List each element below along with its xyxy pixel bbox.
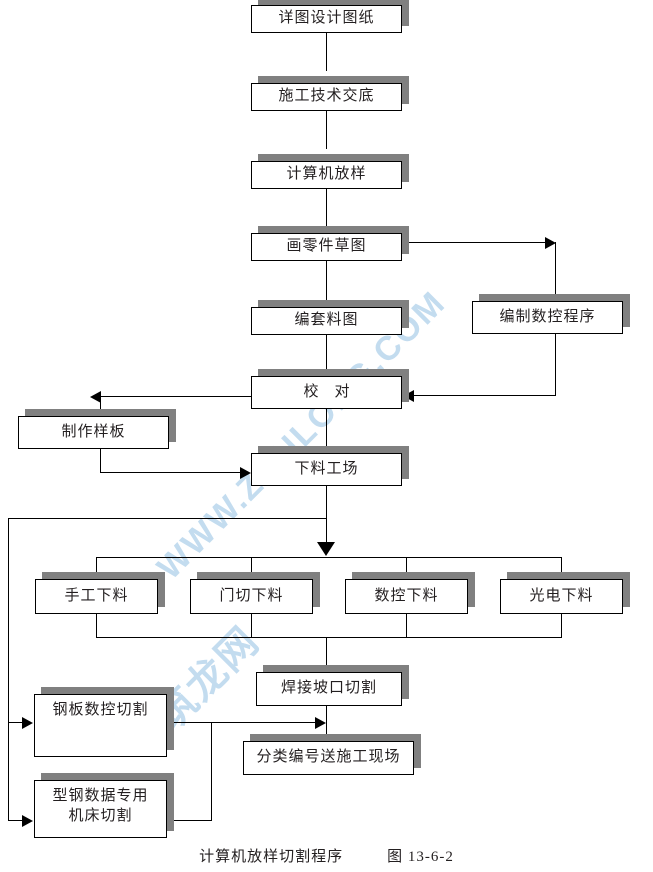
connector-collect-to-n14 — [326, 637, 327, 672]
node-label: 钢板数控切割 — [52, 702, 149, 718]
node-face: 分类编号送施工现场 — [243, 741, 414, 775]
node-face: 计算机放样 — [251, 161, 402, 189]
node-face: 编套料图 — [251, 307, 402, 335]
arrowhead-into-right-rail — [545, 237, 556, 249]
connector-merge-to-n15-link — [211, 722, 316, 723]
connector-right-rail-to-n7 — [414, 395, 556, 396]
connector-n11-to-collect — [251, 614, 252, 638]
node-label: 施工技术交底 — [278, 88, 375, 105]
connector-left-rail-top — [8, 518, 327, 519]
node-label: 光电下料 — [529, 587, 594, 604]
node-blanking-workshop[interactable]: 下料工场 — [251, 446, 409, 486]
connector-bar-to-n13 — [561, 557, 562, 573]
node-face: 数控下料 — [345, 579, 468, 614]
connector-right-rail-upper — [555, 242, 556, 301]
node-nc-blanking[interactable]: 数控下料 — [345, 572, 475, 614]
node-label: 下料工场 — [294, 460, 359, 477]
node-photoelectric-blanking[interactable]: 光电下料 — [500, 572, 630, 614]
node-manual-blanking[interactable]: 手工下料 — [35, 572, 165, 614]
node-face: 手工下料 — [35, 579, 158, 614]
connector-rail-to-n17 — [8, 820, 22, 821]
node-label: 画零件草图 — [286, 238, 367, 255]
connector-n4-n5 — [326, 261, 327, 301]
connector-n7-n9 — [326, 409, 327, 448]
connector-n4-to-right — [402, 242, 545, 243]
connector-n8-down — [100, 449, 101, 473]
connector-left-rail-vertical — [8, 518, 9, 821]
connector-n3-n4 — [326, 189, 327, 227]
collection-bar — [96, 637, 562, 638]
node-face: 校对 — [251, 376, 402, 409]
connector-n16-out — [167, 722, 212, 723]
figure-title: 计算机放样切割程序 — [199, 849, 344, 865]
arrowhead-into-n9-left — [240, 467, 251, 479]
connector-n13-to-collect — [561, 614, 562, 638]
connector-n14-n15 — [326, 706, 327, 741]
node-nc-program-preparation[interactable]: 编制数控程序 — [472, 294, 630, 334]
node-face: 型钢数据专用 机床切割 — [34, 780, 167, 838]
node-label: 型钢数据专用 机床切割 — [52, 788, 149, 824]
connector-n9-down — [326, 486, 327, 554]
node-face: 详图设计图纸 — [251, 5, 402, 33]
node-label: 编制数控程序 — [499, 308, 596, 325]
node-proofread[interactable]: 校对 — [251, 369, 409, 409]
connector-n12-to-collect — [406, 614, 407, 638]
connector-n17-out — [167, 820, 212, 821]
node-steel-plate-nc-cutting[interactable]: 钢板数控切割 — [34, 687, 174, 757]
node-label: 校对 — [303, 383, 366, 400]
arrowhead-into-distribution-bar — [317, 542, 335, 556]
connector-n10-to-collect — [96, 614, 97, 638]
node-weld-groove-cutting[interactable]: 焊接坡口切割 — [256, 665, 409, 706]
node-computer-lofting[interactable]: 计算机放样 — [251, 154, 409, 189]
figure-number: 图 13-6-2 — [387, 849, 454, 865]
node-face: 下料工场 — [251, 453, 402, 486]
connector-down-into-n8 — [100, 396, 101, 416]
node-label: 门切下料 — [219, 587, 284, 604]
node-face: 光电下料 — [500, 579, 623, 614]
arrowhead-into-n17 — [22, 815, 33, 827]
node-face: 画零件草图 — [251, 233, 402, 261]
arrowhead-left-of-n8 — [90, 391, 101, 403]
node-label: 数控下料 — [374, 587, 439, 604]
node-face: 施工技术交底 — [251, 83, 402, 111]
node-nesting-drawing[interactable]: 编套料图 — [251, 300, 409, 335]
node-draw-part-sketch[interactable]: 画零件草图 — [251, 226, 409, 261]
node-make-template[interactable]: 制作样板 — [18, 409, 176, 449]
connector-n8-to-n9 — [100, 472, 240, 473]
connector-bar-to-n10 — [96, 557, 97, 573]
node-label: 手工下料 — [64, 587, 129, 604]
node-label: 制作样板 — [61, 423, 126, 440]
connector-n1-n2 — [326, 33, 327, 71]
node-label: 详图设计图纸 — [278, 10, 375, 27]
node-label: 计算机放样 — [286, 166, 367, 183]
connector-n5-n7 — [326, 335, 327, 375]
node-gate-shear-blanking[interactable]: 门切下料 — [190, 572, 320, 614]
connector-bar-to-n12 — [406, 557, 407, 573]
node-construction-tech-briefing[interactable]: 施工技术交底 — [251, 76, 409, 111]
node-face: 钢板数控切割 — [34, 694, 167, 757]
connector-n7-to-left — [100, 396, 251, 397]
node-label: 焊接坡口切割 — [280, 680, 377, 697]
distribution-bar — [96, 557, 562, 558]
node-face: 编制数控程序 — [472, 301, 623, 334]
node-face: 制作样板 — [18, 416, 169, 449]
arrowhead-into-n15-link — [315, 717, 326, 729]
connector-bar-to-n11 — [251, 557, 252, 573]
node-label: 分类编号送施工现场 — [256, 749, 401, 766]
node-face: 焊接坡口切割 — [256, 672, 402, 706]
node-detail-design-drawing[interactable]: 详图设计图纸 — [251, 0, 409, 33]
node-label: 编套料图 — [294, 312, 359, 329]
connector-right-rail-lower — [555, 334, 556, 396]
connector-rail-to-n16 — [8, 722, 22, 723]
node-face: 门切下料 — [190, 579, 313, 614]
node-sort-number-send-to-site[interactable]: 分类编号送施工现场 — [243, 734, 421, 775]
node-section-steel-dedicated-machine-cutting[interactable]: 型钢数据专用 机床切割 — [34, 773, 174, 838]
connector-n2-n3 — [326, 111, 327, 149]
arrowhead-into-n16 — [22, 717, 33, 729]
figure-caption: 计算机放样切割程序 图 13-6-2 — [0, 845, 653, 866]
connector-n16-n17-merge — [211, 722, 212, 821]
